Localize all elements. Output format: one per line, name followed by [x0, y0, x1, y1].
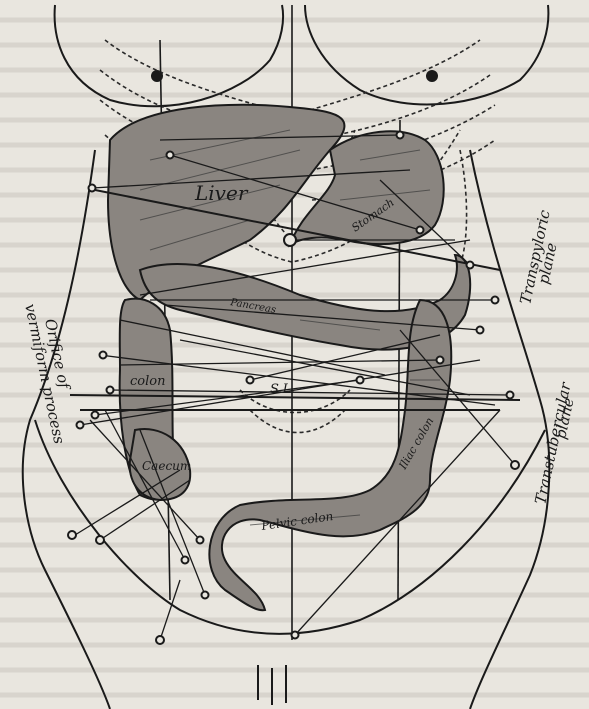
colon-left-label: colon: [130, 374, 165, 389]
organs: [108, 105, 470, 611]
caecum-label: Caecum: [142, 459, 191, 473]
liver-label: Liver: [194, 181, 249, 205]
sl-label: S.L.: [270, 382, 295, 397]
